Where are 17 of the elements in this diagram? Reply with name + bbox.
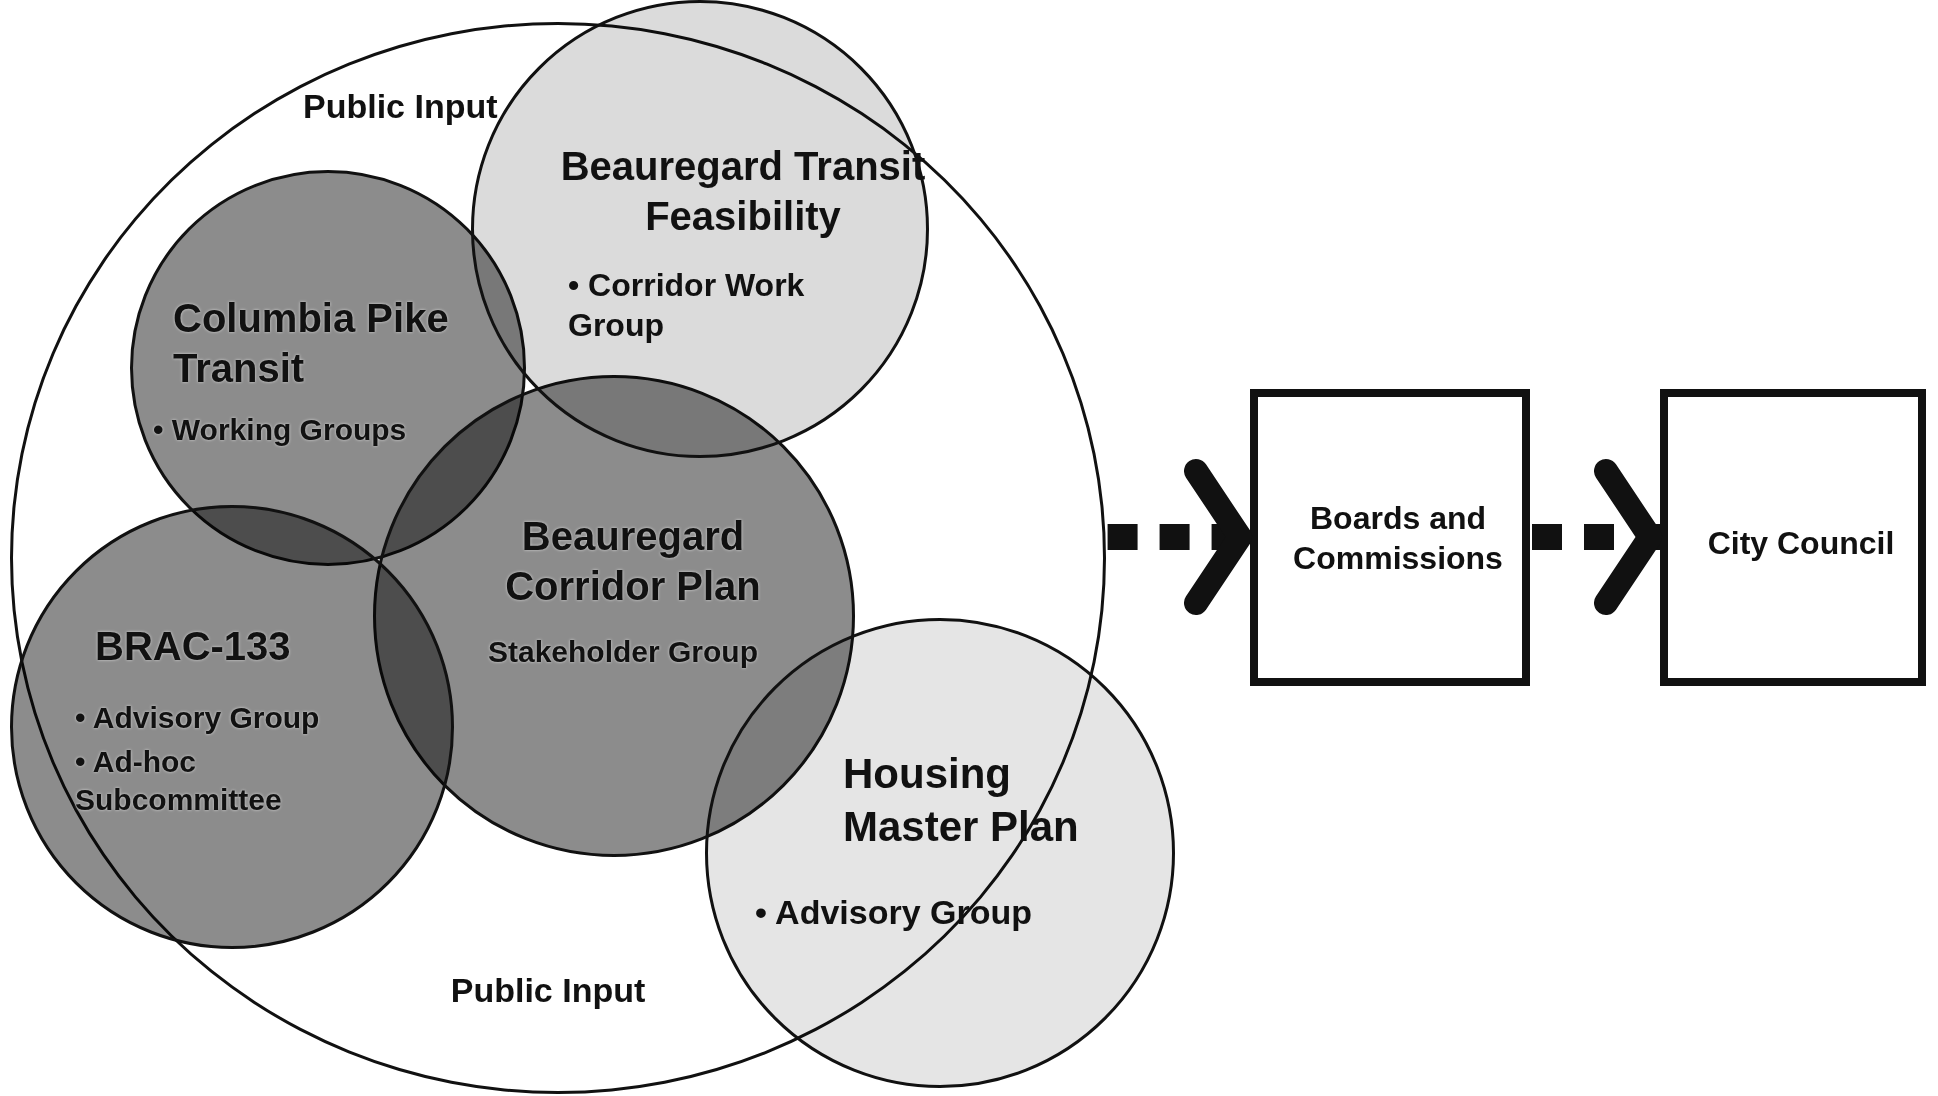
- dashed-arrow: [1532, 459, 1662, 615]
- scope-ellipse: [10, 22, 1106, 1094]
- circle-title: BRAC-133: [95, 623, 292, 670]
- list-item: • Ad-hoc Subcommittee: [75, 744, 283, 818]
- circle-title: Beauregard Corridor Plan: [504, 513, 762, 610]
- process-box: [1660, 389, 1926, 686]
- process-box: [1250, 389, 1530, 686]
- dashed-arrow: [1107, 459, 1252, 615]
- box-label: Boards and Commissions: [1292, 499, 1504, 578]
- list-item: • Advisory Group: [75, 700, 321, 736]
- area-label: Public Input: [303, 86, 499, 127]
- box-label: City Council: [1706, 524, 1896, 563]
- area-label: Public Input: [449, 970, 647, 1011]
- list-item: • Corridor Work Group: [568, 266, 806, 345]
- circle-title: Columbia Pike Transit: [173, 295, 450, 392]
- list-item: • Working Groups: [153, 412, 408, 448]
- circle-subtitle: Stakeholder Group: [486, 634, 759, 670]
